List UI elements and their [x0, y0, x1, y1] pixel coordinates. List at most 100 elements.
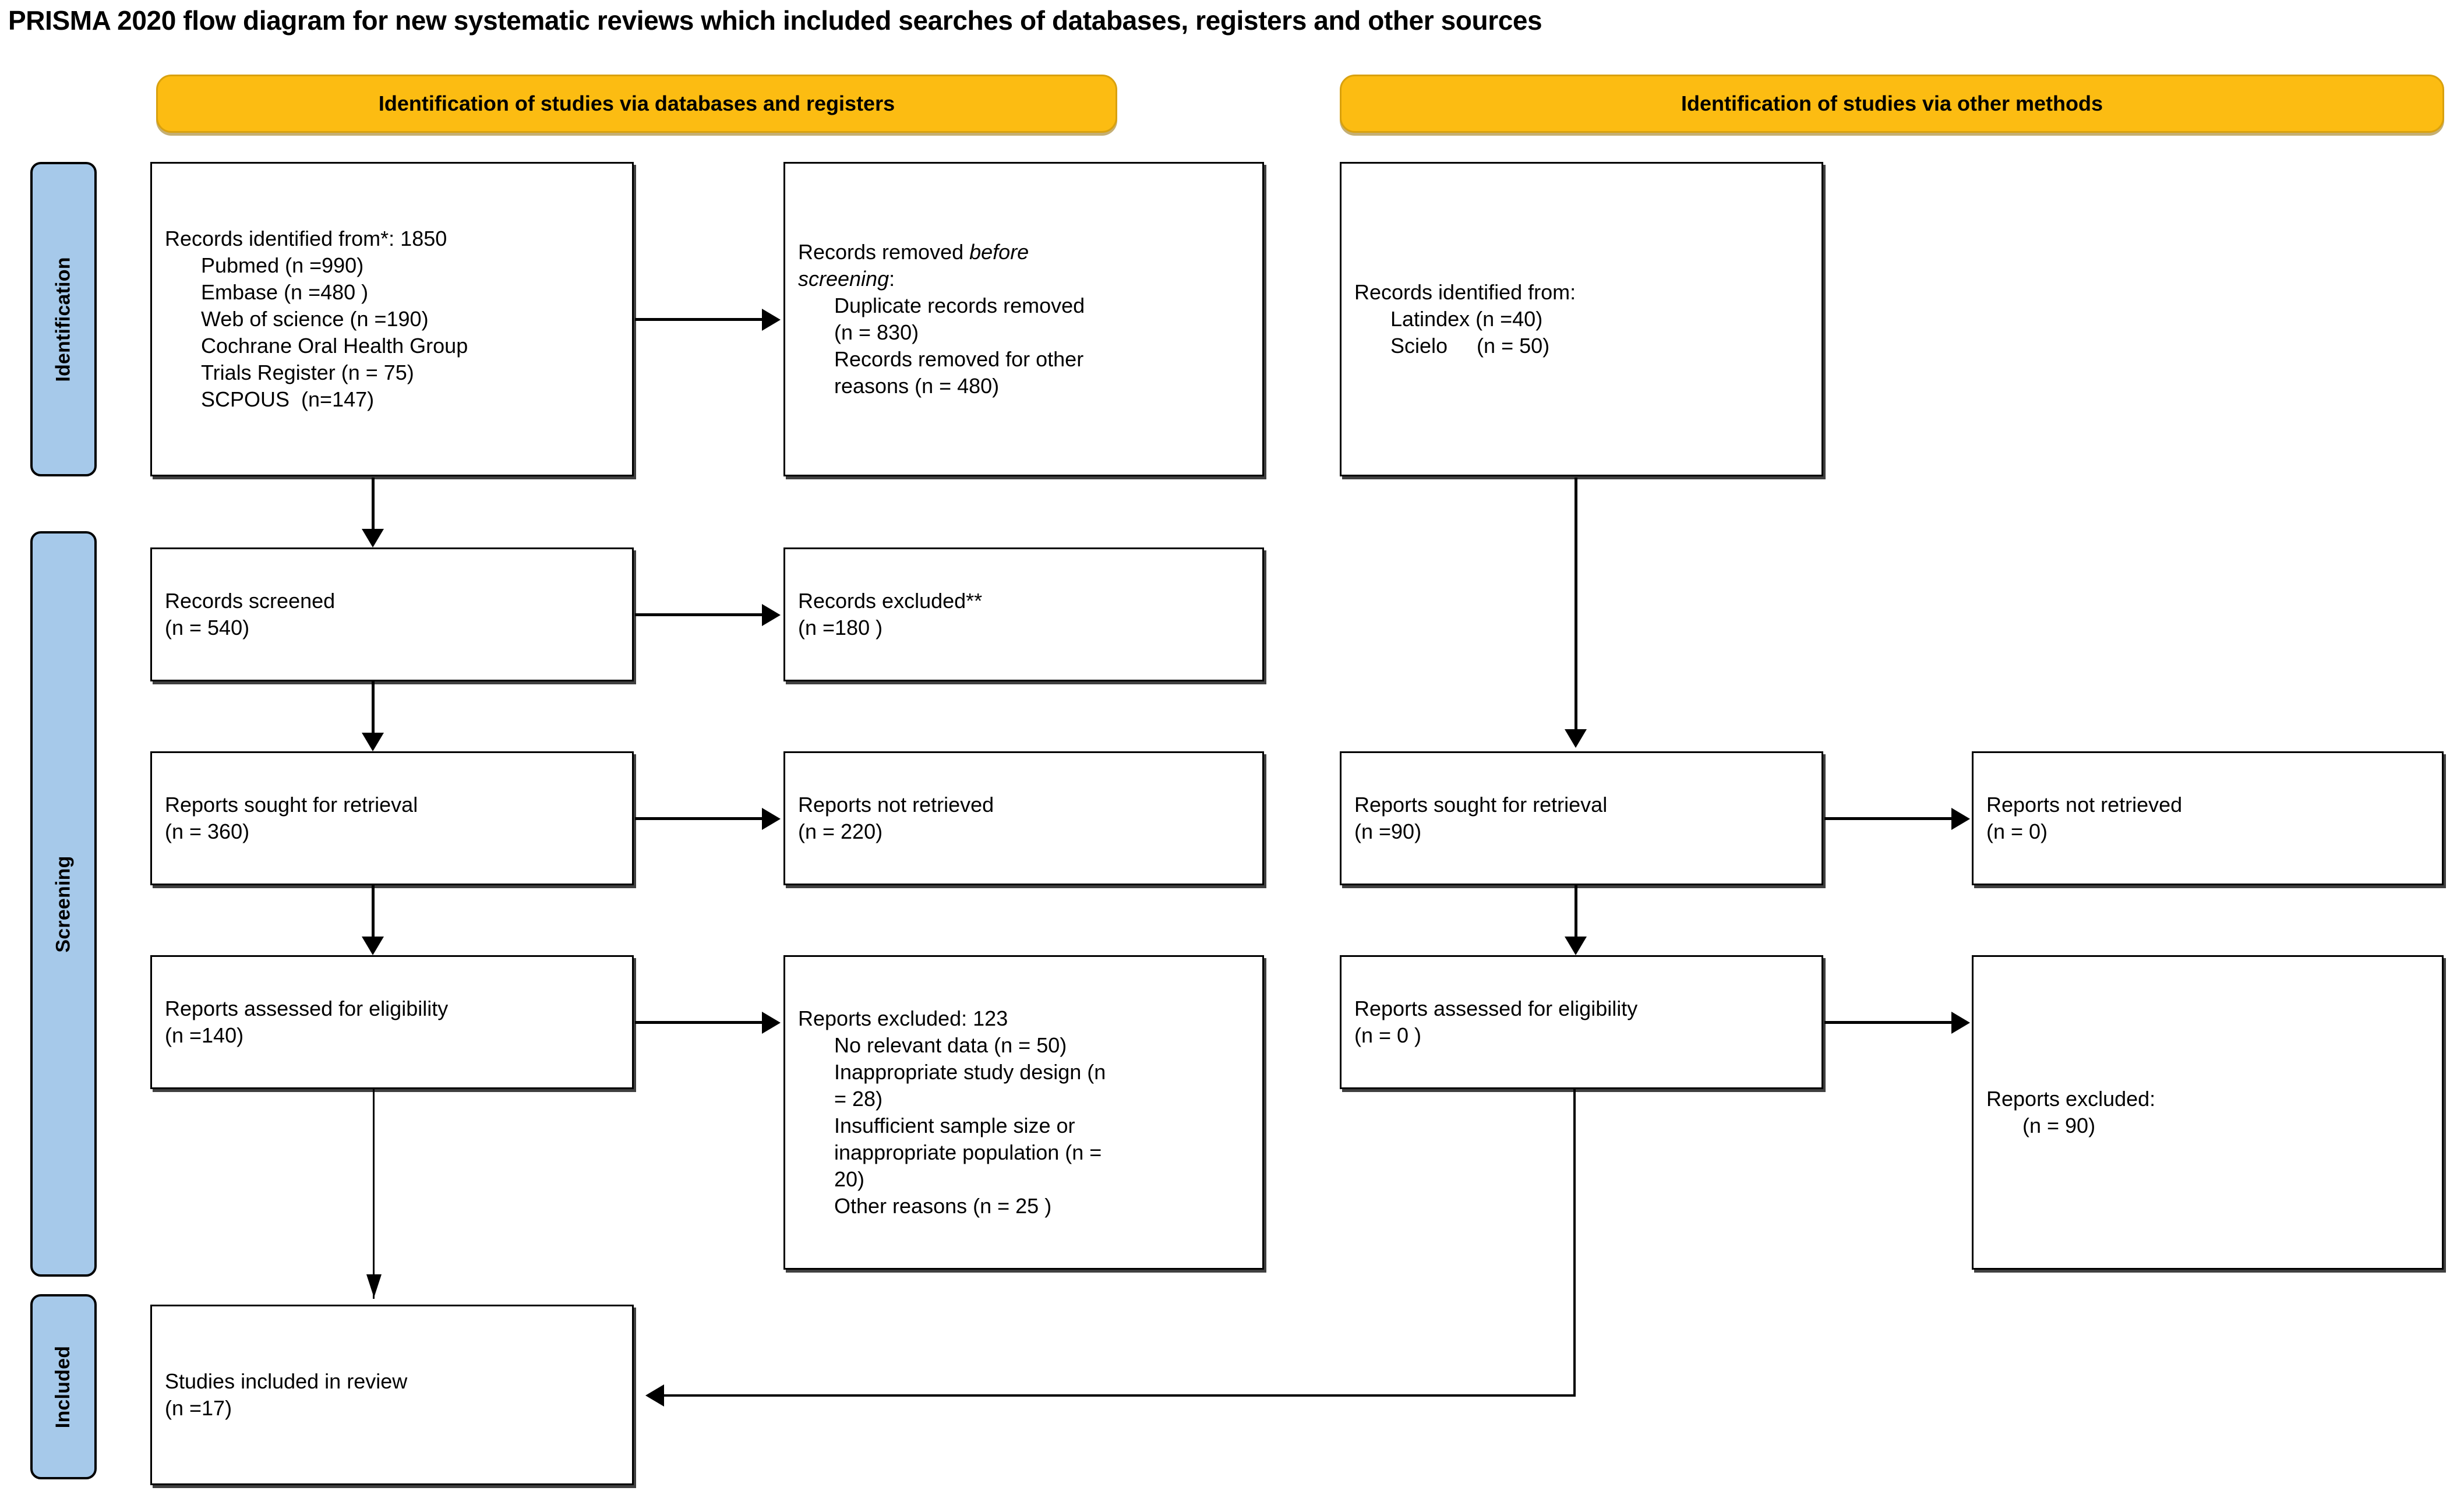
banner-databases-registers: Identification of studies via databases …: [156, 75, 1117, 133]
arrowhead-assessed-to-excluded-right: [1951, 1012, 1970, 1034]
arrowhead-identified-down: [362, 529, 384, 547]
box-reports-not-retrieved-right: Reports not retrieved(n = 0): [1972, 751, 2444, 885]
box-reports-sought-left-body: Reports sought for retrieval(n = 360): [152, 792, 632, 845]
box-text-line: Pubmed (n =990): [201, 253, 364, 277]
arrowhead-screened-down: [362, 733, 384, 751]
box-text-line: Reports excluded:: [1986, 1086, 2156, 1111]
box-reports-not-retrieved-left-body: Reports not retrieved(n = 220): [785, 792, 1262, 845]
box-reports-assessed-left-body: Reports assessed for eligibility (n =140): [152, 995, 632, 1049]
box-text-line: Studies included in review: [165, 1369, 408, 1393]
box-reports-not-retrieved-right-body: Reports not retrieved(n = 0): [1974, 792, 2442, 845]
arrowhead-right-column-to-included: [645, 1384, 664, 1407]
box-reports-excluded-right: Reports excluded: (n = 90): [1972, 955, 2444, 1270]
stage-label-identification: Identification: [52, 256, 75, 382]
box-text-line: reasons (n = 480): [834, 374, 1000, 398]
box-text-line: Insufficient sample size or: [834, 1114, 1075, 1137]
connector-right-column-down: [1573, 1089, 1576, 1397]
box-text-line: (n =17): [165, 1396, 232, 1420]
box-text-line: Records identified from*: 1850: [165, 226, 447, 250]
box-text-line: Latindex (n =40): [1390, 306, 1543, 331]
connector-sought-to-notretrieved-right: [1824, 817, 1954, 820]
box-text-line: (n = 830): [834, 320, 919, 344]
box-reports-sought-right-body: Reports sought for retrieval(n =90): [1342, 792, 1821, 845]
box-text-line: SCPOUS (n=147): [201, 387, 375, 412]
box-text-line: Records identified from:: [1354, 280, 1576, 304]
arrowhead-sought-to-notretrieved-right: [1951, 808, 1970, 830]
stage-label-screening: Screening: [52, 855, 75, 953]
box-reports-assessed-left: Reports assessed for eligibility (n =140): [150, 955, 634, 1089]
arrowhead-sought-to-notretrieved-left: [762, 808, 781, 830]
connector-identified-to-removed: [635, 318, 764, 321]
emphasis-text: before: [969, 239, 1029, 264]
page-title: PRISMA 2020 flow diagram for new systema…: [8, 5, 1542, 36]
box-text-line: (n = 90): [2022, 1114, 2096, 1137]
banner-other-methods-label: Identification of studies via other meth…: [1681, 91, 2103, 115]
connector-screened-down: [372, 681, 375, 739]
box-text-line: Other reasons (n = 25 ): [834, 1194, 1052, 1218]
box-records-identified-other-body: Records identified from:Latindex (n =40)…: [1342, 279, 1821, 359]
connector-assessed-to-excluded-right: [1824, 1021, 1954, 1024]
stage-pill-identification: Identification: [30, 162, 97, 476]
box-reports-assessed-right-body: Reports assessed for eligibility (n = 0 ): [1342, 995, 1821, 1049]
connector-assessed-to-excluded-left: [635, 1021, 764, 1024]
arrowhead-identified-other-down: [1565, 729, 1587, 748]
box-text-line: (n = 0): [1986, 819, 2048, 843]
box-reports-excluded-left: Reports excluded: 123 No relevant data (n…: [783, 955, 1264, 1270]
banner-databases-registers-label: Identification of studies via databases …: [378, 91, 895, 115]
connector-sought-to-notretrieved-left: [635, 817, 764, 820]
box-text-line: Reports not retrieved: [798, 792, 994, 817]
box-reports-excluded-right-body: Reports excluded: (n = 90): [1974, 1086, 2442, 1139]
box-text-line: Reports assessed for eligibility: [1354, 996, 1638, 1020]
box-text-line: (n =90): [1354, 819, 1422, 843]
connector-assessed-down-to-included: [373, 1089, 375, 1299]
box-text-line: Records removed before: [798, 239, 1029, 264]
box-reports-assessed-right: Reports assessed for eligibility (n = 0 ): [1340, 955, 1823, 1089]
box-text-line: Reports sought for retrieval: [1354, 792, 1608, 817]
stage-pill-included: Included: [30, 1294, 97, 1479]
box-text-line: (n =180 ): [798, 616, 883, 639]
box-text-line: (n = 540): [165, 616, 250, 639]
connector-screened-to-excluded: [635, 613, 764, 616]
box-text-line: Reports not retrieved: [1986, 792, 2183, 817]
arrowhead-screened-to-excluded: [762, 604, 781, 626]
box-text-line: No relevant data (n = 50): [834, 1033, 1067, 1057]
box-reports-excluded-left-body: Reports excluded: 123 No relevant data (n…: [785, 1005, 1262, 1220]
box-records-identified-other: Records identified from:Latindex (n =40)…: [1340, 162, 1823, 476]
box-records-screened-body: Records screened (n = 540): [152, 588, 632, 641]
box-text-line: (n = 0 ): [1354, 1023, 1422, 1047]
box-text-line: Records removed for other: [834, 347, 1084, 372]
box-text-line: Web of science (n =190): [201, 306, 429, 331]
connector-identified-down: [372, 478, 375, 535]
box-text-line: Reports sought for retrieval: [165, 792, 418, 817]
arrowhead-identified-to-removed: [762, 309, 781, 331]
box-text-line: screening:: [798, 266, 895, 291]
box-text-line: Scielo (n = 50): [1390, 334, 1550, 358]
box-text-line: (n = 360): [165, 819, 250, 843]
box-reports-not-retrieved-left: Reports not retrieved(n = 220): [783, 751, 1264, 885]
box-text-line: Records excluded**: [798, 588, 983, 613]
box-reports-sought-right: Reports sought for retrieval(n =90): [1340, 751, 1823, 885]
box-text-line: Records screened: [165, 588, 336, 613]
box-text-line: (n = 220): [798, 819, 883, 843]
box-records-excluded: Records excluded** (n =180 ): [783, 547, 1264, 681]
banner-other-methods: Identification of studies via other meth…: [1340, 75, 2444, 133]
box-text-line: (n =140): [165, 1023, 244, 1047]
connector-right-column-to-included: [664, 1394, 1576, 1397]
connector-sought-down-left: [372, 885, 375, 942]
box-records-screened: Records screened (n = 540): [150, 547, 634, 681]
box-studies-included: Studies included in review (n =17): [150, 1305, 634, 1485]
box-text-line: Inappropriate study design (n: [834, 1059, 1106, 1084]
box-text-line: Reports excluded: 123: [798, 1006, 1008, 1030]
box-records-excluded-body: Records excluded** (n =180 ): [785, 588, 1262, 641]
arrowhead-assessed-down-to-included: [366, 1274, 382, 1298]
arrowhead-assessed-to-excluded-left: [762, 1012, 781, 1034]
box-text-line: Trials Register (n = 75): [201, 361, 414, 385]
box-studies-included-body: Studies included in review (n =17): [152, 1368, 632, 1422]
box-text-line: Reports assessed for eligibility: [165, 996, 449, 1020]
box-text-line: = 28): [834, 1086, 883, 1111]
